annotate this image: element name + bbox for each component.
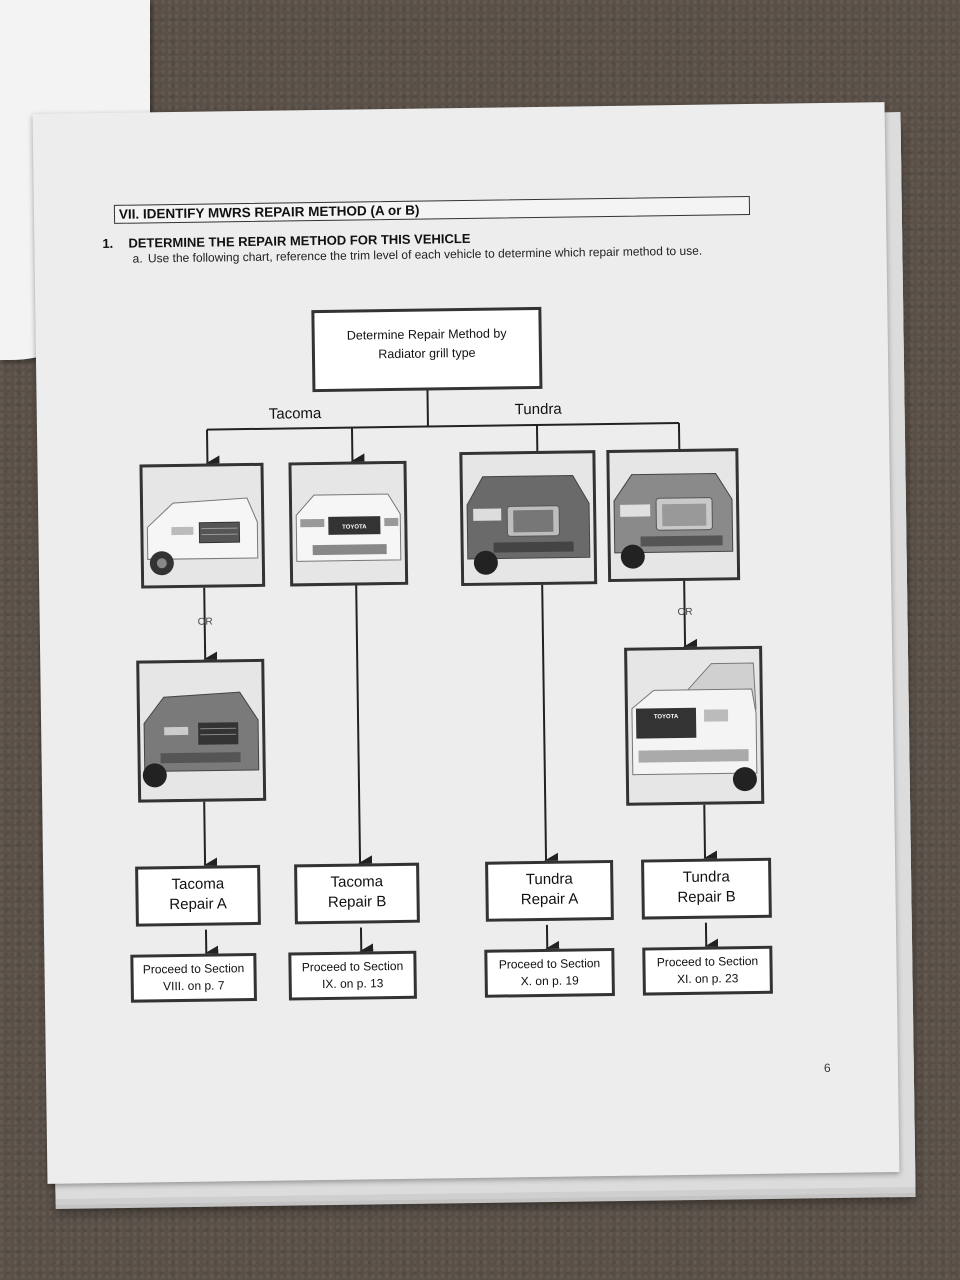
repair-line1: Tacoma <box>330 873 384 891</box>
proceed-box-section-viii: Proceed to Section VIII. on p. 7 <box>130 952 257 1003</box>
repair-line2: Repair A <box>520 890 579 909</box>
proceed-line1: Proceed to Section <box>301 958 404 975</box>
root-label-line1: Determine Repair Method by <box>346 326 507 343</box>
repair-line1: Tacoma <box>171 875 225 894</box>
proceed-line2: XI. on p. 23 <box>676 971 739 987</box>
branch-label-tundra: Tundra <box>514 400 562 419</box>
proceed-box-section-x: Proceed to Section X. on p. 19 <box>484 947 615 998</box>
proceed-box-section-xi: Proceed to Section XI. on p. 23 <box>642 945 773 996</box>
proceed-line1: Proceed to Section <box>656 953 759 970</box>
root-decision-box: Determine Repair Method by Radiator gril… <box>311 306 543 393</box>
tacoma-truck-photo-1 <box>139 462 266 589</box>
repair-line2: Repair A <box>169 895 228 914</box>
proceed-line2: VIII. on p. 7 <box>162 978 225 994</box>
proceed-box-section-ix: Proceed to Section IX. on p. 13 <box>288 950 417 1001</box>
or-label-tundra: OR <box>677 606 693 619</box>
tacoma-truck-photo-2: TOYOTA <box>288 460 409 587</box>
tacoma-truck-photo-3 <box>136 658 267 803</box>
tundra-truck-photo-1 <box>459 450 598 587</box>
grille-badge-text: TOYOTA <box>342 524 367 530</box>
repair-box-tacoma-b: Tacoma Repair B <box>294 862 420 925</box>
repair-line1: Tundra <box>682 868 730 886</box>
proceed-line1: Proceed to Section <box>498 956 601 972</box>
tundra-truck-photo-3: TOYOTA <box>624 645 765 806</box>
tundra-truck-photo-2 <box>606 448 741 583</box>
grille-badge-text: TOYOTA <box>654 714 679 720</box>
repair-line2: Repair B <box>677 888 736 907</box>
proceed-line2: X. on p. 19 <box>520 973 579 989</box>
repair-line1: Tundra <box>525 870 573 889</box>
repair-box-tundra-b: Tundra Repair B <box>641 857 772 920</box>
branch-label-tacoma: Tacoma <box>268 404 322 423</box>
page-number: 6 <box>823 1060 831 1076</box>
proceed-line2: IX. on p. 13 <box>321 976 384 992</box>
repair-box-tundra-a: Tundra Repair A <box>485 859 614 922</box>
flowchart-connectors <box>203 390 719 962</box>
repair-line2: Repair B <box>327 893 387 911</box>
proceed-line1: Proceed to Section <box>142 961 245 977</box>
document-page: VII. IDENTIFY MWRS REPAIR METHOD (A or B… <box>32 102 900 1184</box>
repair-box-tacoma-a: Tacoma Repair A <box>135 864 261 927</box>
or-label-tacoma: OR <box>197 616 213 628</box>
root-label-line2: Radiator grill type <box>378 345 476 362</box>
